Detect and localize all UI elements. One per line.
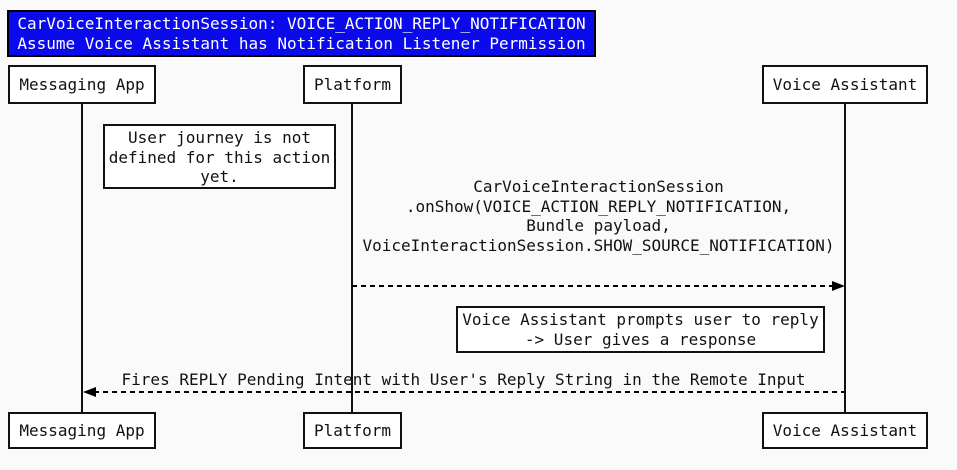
message-fires-reply-label: Fires REPLY Pending Intent with User's R… xyxy=(82,370,845,390)
note-line: yet. xyxy=(200,167,239,186)
participant-label: Voice Assistant xyxy=(772,421,918,440)
participant-label: Voice Assistant xyxy=(772,75,918,94)
message-line: Fires REPLY Pending Intent with User's R… xyxy=(121,370,806,389)
note-line: Voice Assistant prompts user to reply xyxy=(462,310,819,329)
note-line: User journey is not xyxy=(127,128,312,147)
lifeline-messaging-app xyxy=(81,104,83,412)
arrow-onshow-line xyxy=(352,285,833,287)
participant-messaging-app-top: Messaging App xyxy=(8,65,156,104)
diagram-title-line: Assume Voice Assistant has Notification … xyxy=(17,33,586,53)
message-line: VoiceInteractionSession.SHOW_SOURCE_NOTI… xyxy=(362,235,835,255)
lifeline-platform xyxy=(351,104,353,412)
note-user-journey: User journey is not defined for this act… xyxy=(103,124,336,189)
diagram-title-box: CarVoiceInteractionSession: VOICE_ACTION… xyxy=(7,10,596,57)
lifeline-voice-assistant xyxy=(844,104,846,412)
arrowhead-right-icon xyxy=(832,281,845,291)
message-onshow-label: CarVoiceInteractionSession .onShow(VOICE… xyxy=(352,177,845,255)
participant-label: Platform xyxy=(313,421,392,440)
participant-voice-assistant-bottom: Voice Assistant xyxy=(762,412,928,449)
participant-label: Messaging App xyxy=(19,421,145,440)
participant-platform-bottom: Platform xyxy=(303,412,402,449)
note-line: -> User gives a response xyxy=(524,329,757,349)
participant-messaging-app-bottom: Messaging App xyxy=(8,412,156,449)
arrow-fires-reply-line xyxy=(94,391,844,393)
message-line: Bundle payload, xyxy=(526,216,671,236)
participant-label: Messaging App xyxy=(19,75,145,94)
participant-platform-top: Platform xyxy=(303,65,402,104)
participant-label: Platform xyxy=(313,75,392,94)
participant-voice-assistant-top: Voice Assistant xyxy=(762,65,928,104)
message-line: CarVoiceInteractionSession xyxy=(473,177,724,196)
arrowhead-left-icon xyxy=(83,387,96,397)
diagram-title-line: CarVoiceInteractionSession: VOICE_ACTION… xyxy=(17,14,586,33)
message-line: .onShow(VOICE_ACTION_REPLY_NOTIFICATION, xyxy=(405,196,792,216)
note-line: defined for this action xyxy=(108,147,331,167)
note-prompt-reply: Voice Assistant prompts user to reply ->… xyxy=(456,306,825,353)
